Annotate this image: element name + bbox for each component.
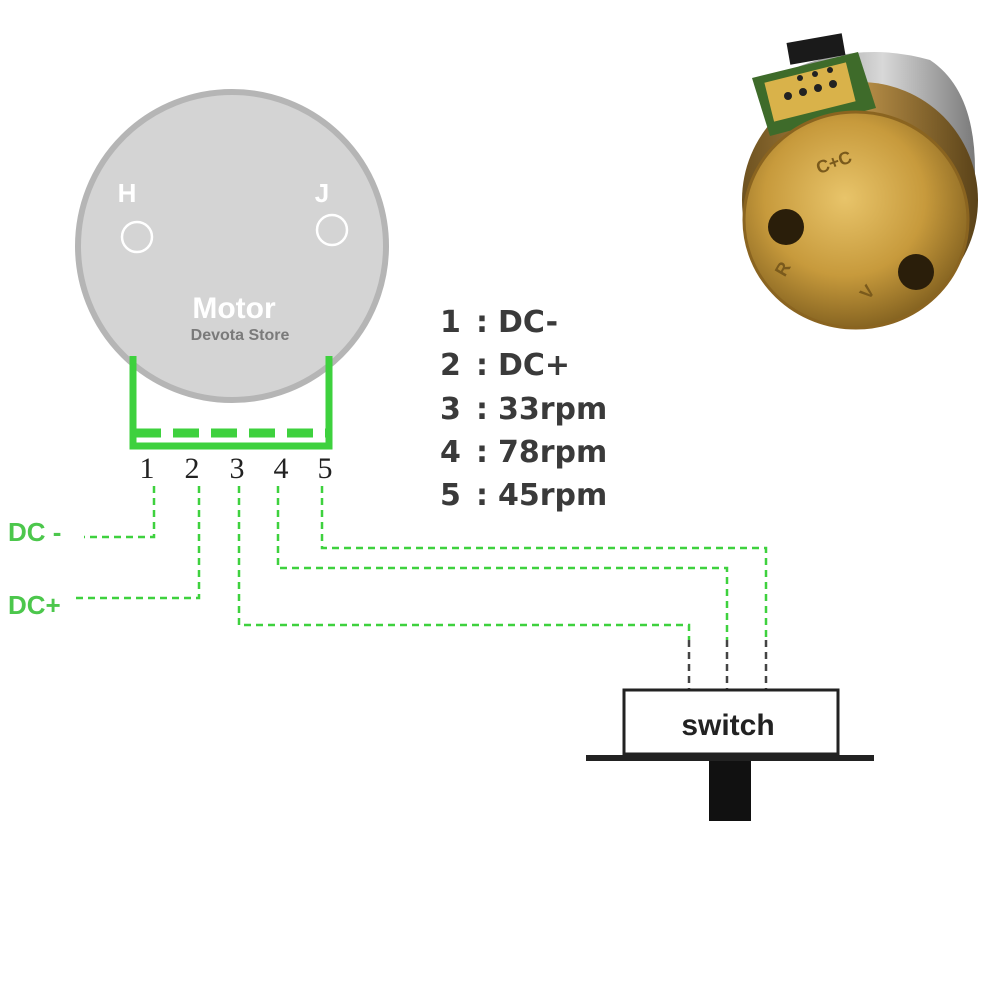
store-name: Devota Store [191, 327, 290, 344]
switch-label: switch [681, 709, 774, 742]
photo-pin [827, 67, 833, 73]
legend-sep: : [476, 392, 488, 427]
wire-pin1-dcminus [84, 486, 156, 539]
photo-pin [829, 80, 837, 88]
legend-label: 45rpm [498, 478, 607, 513]
wires [74, 486, 768, 640]
pin-legend: 1 : DC- 2 : DC+ 3 : 33rpm 4 : 78rpm 5 : … [440, 305, 607, 513]
hole-h [120, 220, 154, 254]
pin-number: 4 [274, 452, 289, 485]
pin-number: 3 [230, 452, 245, 485]
hole-j-label: J [315, 178, 329, 208]
terminal-bracket [129, 356, 333, 450]
wire-pin3-switch [237, 486, 691, 640]
photo-pin [814, 84, 822, 92]
legend-num: 1 [440, 305, 461, 340]
photo-face-hole-right [898, 254, 934, 290]
legend-label: 78rpm [498, 435, 607, 470]
hole-j [315, 213, 349, 247]
photo-face-hole-left [768, 209, 804, 245]
hole-h-label: H [118, 178, 137, 208]
wire-pin4-switch [276, 486, 729, 640]
dc-minus-label: DC - [8, 517, 61, 547]
photo-pcb-pads [764, 62, 856, 122]
bracket-outline [129, 356, 333, 450]
legend-num: 4 [440, 435, 461, 470]
motor-body [75, 89, 389, 403]
legend-sep: : [476, 348, 488, 383]
legend-num: 2 [440, 348, 461, 383]
dc-plus-label: DC+ [8, 590, 61, 620]
motor: H J Motor Devota Store [75, 89, 389, 403]
legend-label: DC- [498, 305, 558, 340]
photo-pin [797, 75, 803, 81]
switch: switch [586, 688, 874, 821]
wire-pin2-dcplus [74, 486, 201, 600]
legend-num: 5 [440, 478, 461, 513]
motor-title: Motor [192, 292, 276, 325]
photo-pin [799, 88, 807, 96]
legend-num: 3 [440, 392, 461, 427]
switch-actuator [709, 761, 751, 821]
legend-label: 33rpm [498, 392, 607, 427]
wire-pin5-switch [320, 486, 768, 640]
switch-leads [687, 640, 768, 690]
legend-sep: : [476, 435, 488, 470]
photo-pin [812, 71, 818, 77]
switch-body [622, 688, 840, 756]
pin-number: 2 [185, 452, 200, 485]
pin-numbers: 1 2 3 4 5 [140, 452, 333, 485]
pin-number: 1 [140, 452, 155, 485]
photo-pins [784, 67, 837, 100]
legend-sep: : [476, 478, 488, 513]
legend-label: DC+ [498, 348, 570, 383]
legend-sep: : [476, 305, 488, 340]
photo-connector-housing [786, 33, 846, 65]
pin-number: 5 [318, 452, 333, 485]
photo-pin [784, 92, 792, 100]
motor-photo: C+C R V [742, 33, 978, 330]
